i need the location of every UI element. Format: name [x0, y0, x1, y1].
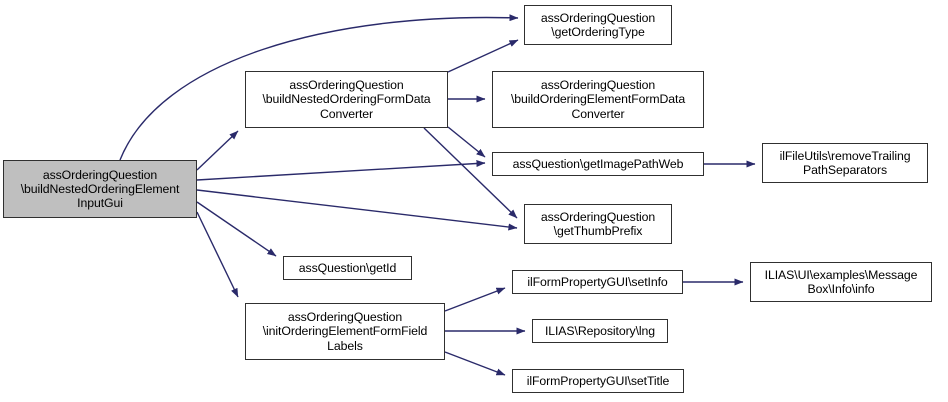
graph-node-lng[interactable]: ILIAS\Repository\lng — [532, 319, 668, 343]
graph-node-set_info[interactable]: ilFormPropertyGUI\setInfo — [512, 270, 683, 294]
graph-node-label-message_box_info: ILIAS\UI\examples\Message Box\Info\info — [764, 267, 918, 296]
graph-node-build_nested_form_data_converter[interactable]: assOrderingQuestion \buildNestedOrdering… — [245, 71, 448, 128]
graph-node-get_image_path_web[interactable]: assQuestion\getImagePathWeb — [492, 152, 704, 176]
graph-node-label-get_thumb_prefix: assOrderingQuestion \getThumbPrefix — [540, 209, 656, 238]
graph-node-label-set_info: ilFormPropertyGUI\setInfo — [527, 274, 668, 289]
edge-root-to-get_image_path_web — [196, 160, 486, 181]
edge-root-to-get_thumb_prefix — [196, 189, 518, 231]
graph-node-get_ordering_type[interactable]: assOrderingQuestion \getOrderingType — [524, 5, 672, 45]
graph-node-label-get_ordering_type: assOrderingQuestion \getOrderingType — [540, 10, 656, 39]
graph-node-set_title[interactable]: ilFormPropertyGUI\setTitle — [512, 369, 684, 393]
graph-node-root[interactable]: assOrderingQuestion \buildNestedOrdering… — [3, 160, 197, 218]
edge-build_nested_form_data_converter-to-get_ordering_type — [447, 39, 519, 73]
graph-node-build_ordering_element_form_data_converter[interactable]: assOrderingQuestion \buildOrderingElemen… — [492, 71, 704, 128]
graph-node-init_ordering_element_form_field_labels[interactable]: assOrderingQuestion \initOrderingElement… — [245, 303, 445, 360]
graph-node-label-init_ordering_element_form_field_labels: assOrderingQuestion \initOrderingElement… — [262, 310, 428, 353]
graph-node-label-get_image_path_web: assQuestion\getImagePathWeb — [512, 156, 684, 171]
graph-node-label-build_nested_form_data_converter: assOrderingQuestion \buildNestedOrdering… — [262, 78, 431, 121]
graph-node-get_id[interactable]: assQuestion\getId — [283, 256, 412, 280]
graph-node-label-remove_trailing_path_separators: ilFileUtils\removeTrailing PathSeparator… — [779, 148, 911, 177]
graph-node-label-lng: ILIAS\Repository\lng — [544, 323, 656, 338]
edge-root-to-build_nested_form_data_converter — [196, 130, 239, 171]
edge-init_ordering_element_form_field_labels-to-set_title — [444, 351, 506, 376]
graph-node-label-root: assOrderingQuestion \buildNestedOrdering… — [20, 167, 180, 211]
graph-node-label-get_id: assQuestion\getId — [298, 260, 397, 275]
edge-build_nested_form_data_converter-to-get_image_path_web — [447, 126, 486, 158]
graph-node-label-set_title: ilFormPropertyGUI\setTitle — [526, 373, 670, 388]
edge-root-to-get_id — [196, 201, 277, 257]
graph-node-get_thumb_prefix[interactable]: assOrderingQuestion \getThumbPrefix — [524, 204, 672, 244]
edge-init_ordering_element_form_field_labels-to-set_info — [444, 287, 506, 312]
graph-node-label-build_ordering_element_form_data_converter: assOrderingQuestion \buildOrderingElemen… — [510, 78, 686, 121]
graph-node-message_box_info[interactable]: ILIAS\UI\examples\Message Box\Info\info — [750, 262, 932, 302]
graph-node-remove_trailing_path_separators[interactable]: ilFileUtils\removeTrailing PathSeparator… — [762, 143, 928, 183]
edge-root-to-init_ordering_element_form_field_labels — [196, 211, 239, 298]
